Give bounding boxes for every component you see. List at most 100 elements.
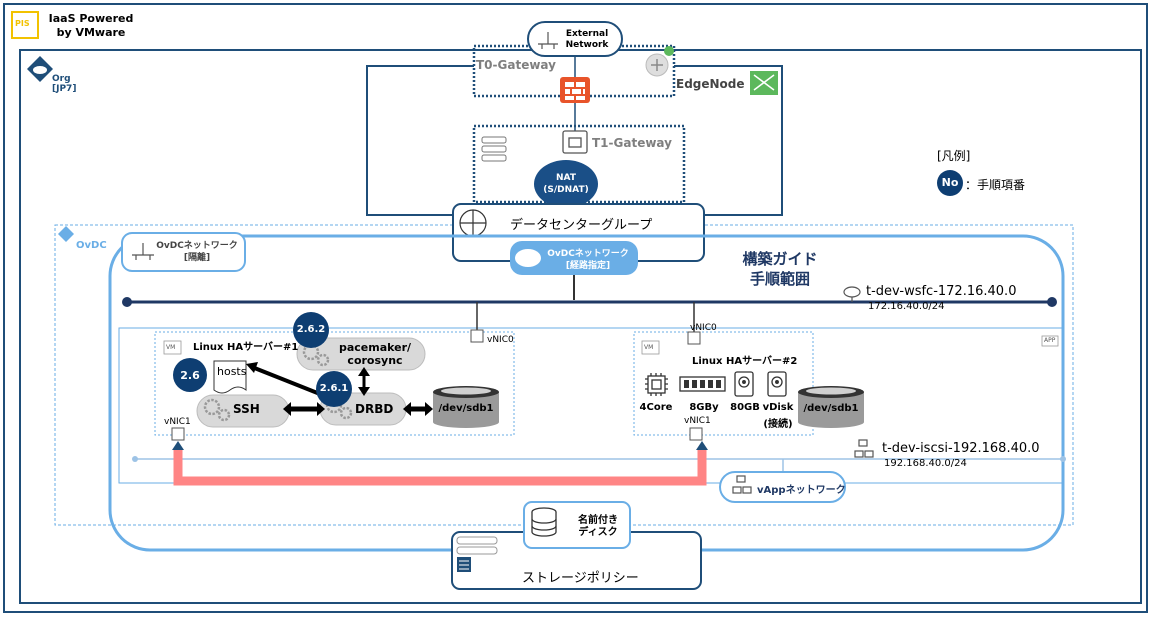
edge-loop-line: [674, 65, 783, 216]
vm1-disk-label: /dev/sdb1: [438, 403, 494, 414]
ovdc-routed-line1: OvDCネットワーク: [547, 249, 629, 259]
t1-gateway-label: T1-Gateway: [592, 136, 672, 150]
t1-gateway-icon: [562, 130, 588, 154]
pacemaker-drbd-arrowhead-bottom: [358, 387, 370, 396]
pacemaker-line2: corosync: [347, 354, 403, 367]
step-badge-2-6-2-text: 2.6.2: [296, 324, 326, 335]
datacenter-group-label: データセンターグループ: [510, 218, 653, 233]
hosts-label: hosts: [217, 365, 247, 378]
brand-logo-text: PIS: [15, 19, 30, 28]
named-disk-icon: [531, 507, 557, 537]
routed-network-cloud-icon: [515, 249, 541, 267]
vm2-badge-text: VM: [644, 344, 654, 351]
hdd-icon: [734, 371, 754, 397]
edge-node-label: EdgeNode: [676, 77, 745, 91]
vapp-network-pill: [719, 471, 846, 503]
vm1-vnic0-label: vNIC0: [487, 335, 514, 345]
ssh-gear-icon: [203, 398, 231, 422]
pacemaker-line1: pacemaker/: [338, 341, 412, 354]
nat-circle: [534, 160, 598, 208]
outer-frame: [3, 3, 1148, 613]
vm2-spec-hdd: 80GB: [730, 402, 760, 413]
external-network-icon: [538, 32, 558, 49]
vm2-box: [633, 331, 814, 436]
vm1-box: [154, 331, 515, 436]
vnic1-red-link: [173, 450, 707, 486]
ovdc-isolated-pill: [121, 232, 246, 272]
vm1-badge: [163, 340, 182, 355]
step-badge-2-6-text: 2.6: [180, 369, 200, 382]
vm2-disk-label: /dev/sdb1: [803, 403, 859, 414]
vm2-disk-cylinder: [798, 386, 864, 428]
vm2-vnic0-label: vNIC0: [690, 323, 717, 333]
iscsi-network-icon: [854, 439, 874, 458]
t1-router-stack-icon: [481, 136, 507, 162]
storage-policy-icon: [456, 536, 498, 572]
ovdc-isolated-line1: OvDCネットワーク: [156, 241, 238, 251]
vapp-badge-text: APP: [1044, 337, 1056, 344]
step-badge-2-6: [173, 358, 207, 392]
vm1-disk-cylinder: [433, 386, 499, 428]
step-badge-2-6-1-text: 2.6.1: [319, 383, 349, 394]
external-network-pill: [527, 21, 623, 57]
brand-logo: [11, 11, 39, 39]
wsfc-network-icon: [843, 286, 861, 302]
globe-icon: [459, 209, 487, 237]
vm2-vdisk-note: (接続): [763, 419, 793, 430]
brand-title-line2: by VMware: [56, 26, 126, 39]
legend-badge-text: No: [941, 176, 959, 189]
step-badge-2-6-2: [293, 312, 329, 348]
vm1-badge-text: VM: [166, 344, 176, 351]
t0-gateway-label: T0-Gateway: [476, 58, 556, 72]
wsfc-network-cidr: 172.16.40.0/24: [868, 301, 945, 312]
vdisk-icon: [767, 371, 787, 397]
vm2-title: Linux HAサーバー#2: [692, 356, 798, 367]
named-disk-line1: 名前付き: [578, 515, 618, 526]
pacemaker-pill: [296, 337, 426, 371]
nat-line2: (S/DNAT): [543, 185, 589, 195]
iscsi-network-name: t-dev-iscsi-192.168.40.0: [882, 441, 1040, 456]
ssh-drbd-arrowhead-left: [283, 402, 291, 416]
guide-scope-line2: 手順範囲: [749, 270, 810, 288]
firewall-icon: [560, 77, 590, 103]
legend-text: ：手順項番: [965, 178, 1026, 192]
drbd-disk-arrowhead-left: [403, 402, 411, 416]
legend-title: [凡例]: [937, 149, 971, 163]
iscsi-endpoint-right: [1060, 456, 1066, 462]
vm2-vnic1-label: vNIC1: [684, 416, 711, 426]
ssh-drbd-arrowhead-right: [317, 402, 325, 416]
drbd-label: DRBD: [355, 402, 394, 416]
vm1-title: Linux HAサーバー#1: [193, 342, 299, 353]
org-code: [JP7]: [52, 84, 77, 94]
named-disk-line2: ディスク: [578, 527, 618, 538]
legend-badge: [937, 170, 963, 196]
wsfc-endpoint-right: [1047, 297, 1057, 307]
t0-loop-line: [366, 65, 474, 216]
ovdc-routed-line2: [経路指定]: [565, 261, 611, 271]
iscsi-endpoint-left: [132, 456, 138, 462]
iscsi-network-cidr: 192.168.40.0/24: [884, 458, 967, 469]
vm2-spec-vdisk: vDisk: [762, 402, 794, 413]
vm1-vnic1-arrow: [172, 441, 184, 450]
cpu-icon: [645, 373, 668, 396]
vapp-network-icon: [732, 475, 752, 494]
vm2-spec-cpu: 4Core: [639, 402, 673, 413]
nat-line1: NAT: [556, 173, 576, 183]
ovdc-isolated-line2: [隔離]: [183, 253, 211, 263]
brand-title-line1: IaaS Powered: [48, 12, 134, 25]
pacemaker-drbd-arrowhead-top: [358, 367, 370, 376]
org-cloud-icon: [27, 56, 53, 82]
ssh-label: SSH: [233, 402, 260, 416]
vm1-vnic0-icon: [470, 329, 484, 343]
vm2-spec-memory: 8GBy: [689, 402, 719, 413]
external-network-line2: Network: [565, 40, 609, 50]
t1-gateway-box: [472, 124, 686, 204]
vm2-badge: [641, 340, 660, 355]
drbd-disk-arrowhead-right: [425, 402, 433, 416]
wsfc-network-name: t-dev-wsfc-172.16.40.0: [866, 284, 1017, 299]
isolated-network-icon: [132, 243, 154, 260]
ovdc-routed-pill: [510, 241, 638, 275]
router-icon: [645, 46, 674, 77]
guide-scope-line1: 構築ガイド: [742, 250, 818, 268]
